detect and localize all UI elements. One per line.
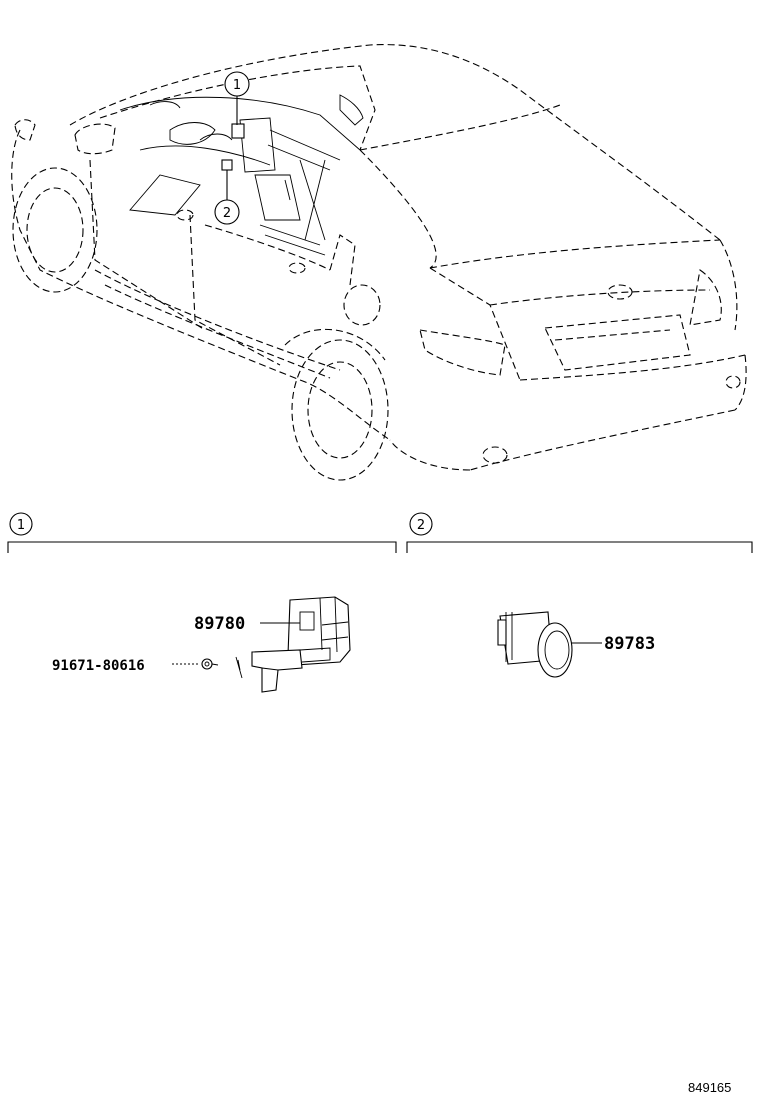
- sensor-part-number: 89783: [604, 634, 655, 654]
- section-1-header: 1: [7, 512, 397, 553]
- module-part-number: 89780: [194, 614, 245, 634]
- illustration-id: 849165: [688, 1080, 731, 1095]
- sensor-part-drawing: [497, 611, 573, 678]
- module-part-drawing: [201, 596, 351, 693]
- car-illustration: [11, 44, 747, 481]
- callout-1-number: 1: [233, 78, 241, 93]
- callout-2-number: 2: [223, 206, 231, 221]
- section-2-number: 2: [417, 518, 425, 533]
- callout-1: 1: [224, 71, 250, 125]
- bolt-part-number: 91671-80616: [52, 658, 145, 674]
- callout-2: 2: [214, 170, 240, 225]
- section-1-number: 1: [17, 518, 25, 533]
- section-2-header: 2: [406, 512, 753, 553]
